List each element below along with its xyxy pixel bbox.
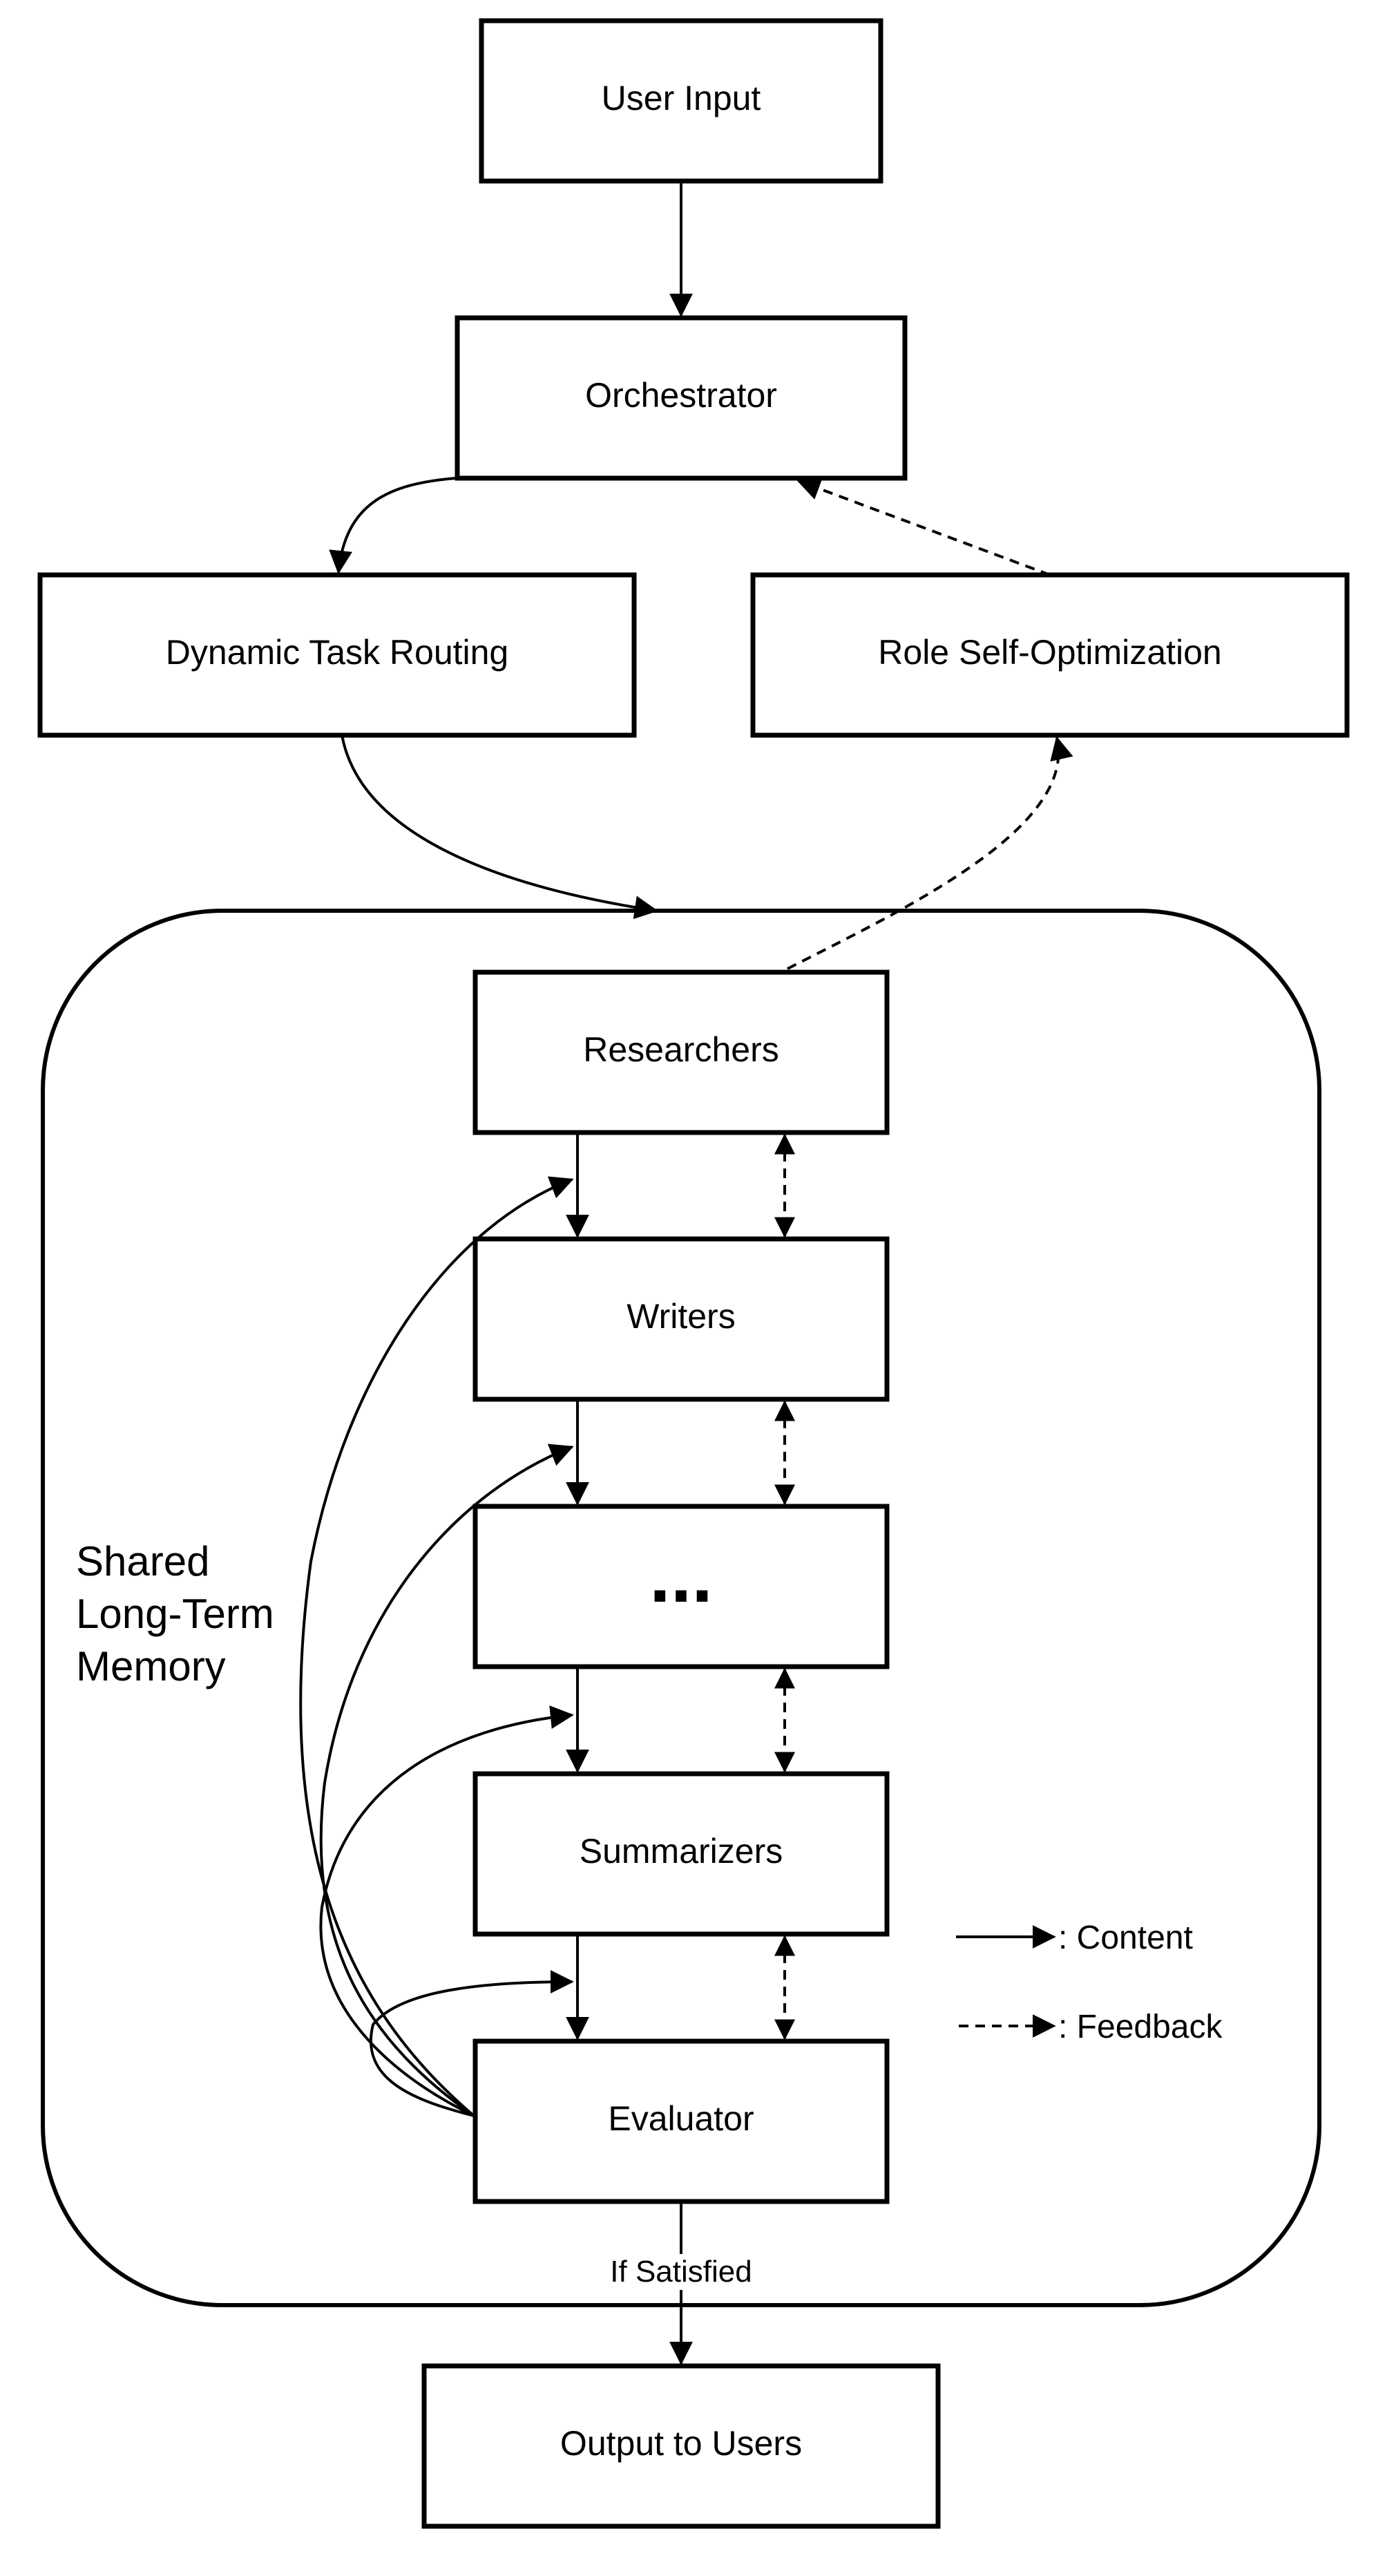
legend-content-label: : Content	[1058, 1920, 1193, 1956]
memory-label-line-2: Long-Term	[76, 1591, 274, 1637]
memory-label: Shared Long-Term Memory	[76, 1538, 285, 1689]
dynamic-task-routing-node: Dynamic Task Routing	[37, 572, 637, 738]
if-satisfied-label-bg	[601, 2254, 761, 2290]
evaluator-node: Evaluator	[472, 2038, 890, 2204]
writers-label: Writers	[627, 1297, 735, 1336]
edge-role-optimization-to-orchestrator	[796, 477, 1051, 576]
output-to-users-label: Output to Users	[560, 2424, 802, 2463]
memory-label-line-1: Shared	[76, 1538, 209, 1584]
edge-agents-to-role-optimization	[787, 736, 1073, 970]
evaluator-label: Evaluator	[608, 2099, 754, 2138]
loop-evaluator-to-writers-ellipsis	[319, 1443, 574, 2117]
ellipsis-label: ...	[649, 1533, 713, 1618]
orchestrator-node: Orchestrator	[455, 315, 908, 481]
summarizers-label: Summarizers	[580, 1832, 783, 1871]
user-input-node: User Input	[479, 18, 883, 184]
output-to-users-node: Output to Users	[421, 2363, 941, 2529]
summarizers-node: Summarizers	[472, 1771, 890, 1937]
writers-node: Writers	[472, 1236, 890, 1402]
ellipsis-node: ...	[472, 1504, 890, 1669]
role-self-optimization-node: Role Self-Optimization	[750, 572, 1350, 738]
edge-routing-to-agents	[341, 735, 658, 920]
legend: : Content : Feedback	[956, 1920, 1223, 2045]
loop-evaluator-to-summarizers-evaluator	[369, 1970, 574, 2117]
loop-evaluator-to-ellipsis-summarizers	[319, 1705, 574, 2117]
if-satisfied-label: If Satisfied	[610, 2255, 752, 2289]
researchers-label: Researchers	[583, 1030, 778, 1069]
edge-orchestrator-to-routing	[329, 477, 457, 574]
memory-label-line-3: Memory	[76, 1643, 226, 1689]
orchestrator-label: Orchestrator	[585, 376, 777, 415]
role-self-optimization-label: Role Self-Optimization	[878, 633, 1221, 672]
researchers-node: Researchers	[472, 969, 890, 1135]
loop-evaluator-to-researchers-writers	[299, 1176, 574, 2117]
legend-feedback-label: : Feedback	[1058, 2009, 1223, 2045]
user-input-label: User Input	[602, 79, 761, 117]
dynamic-task-routing-label: Dynamic Task Routing	[166, 633, 509, 672]
